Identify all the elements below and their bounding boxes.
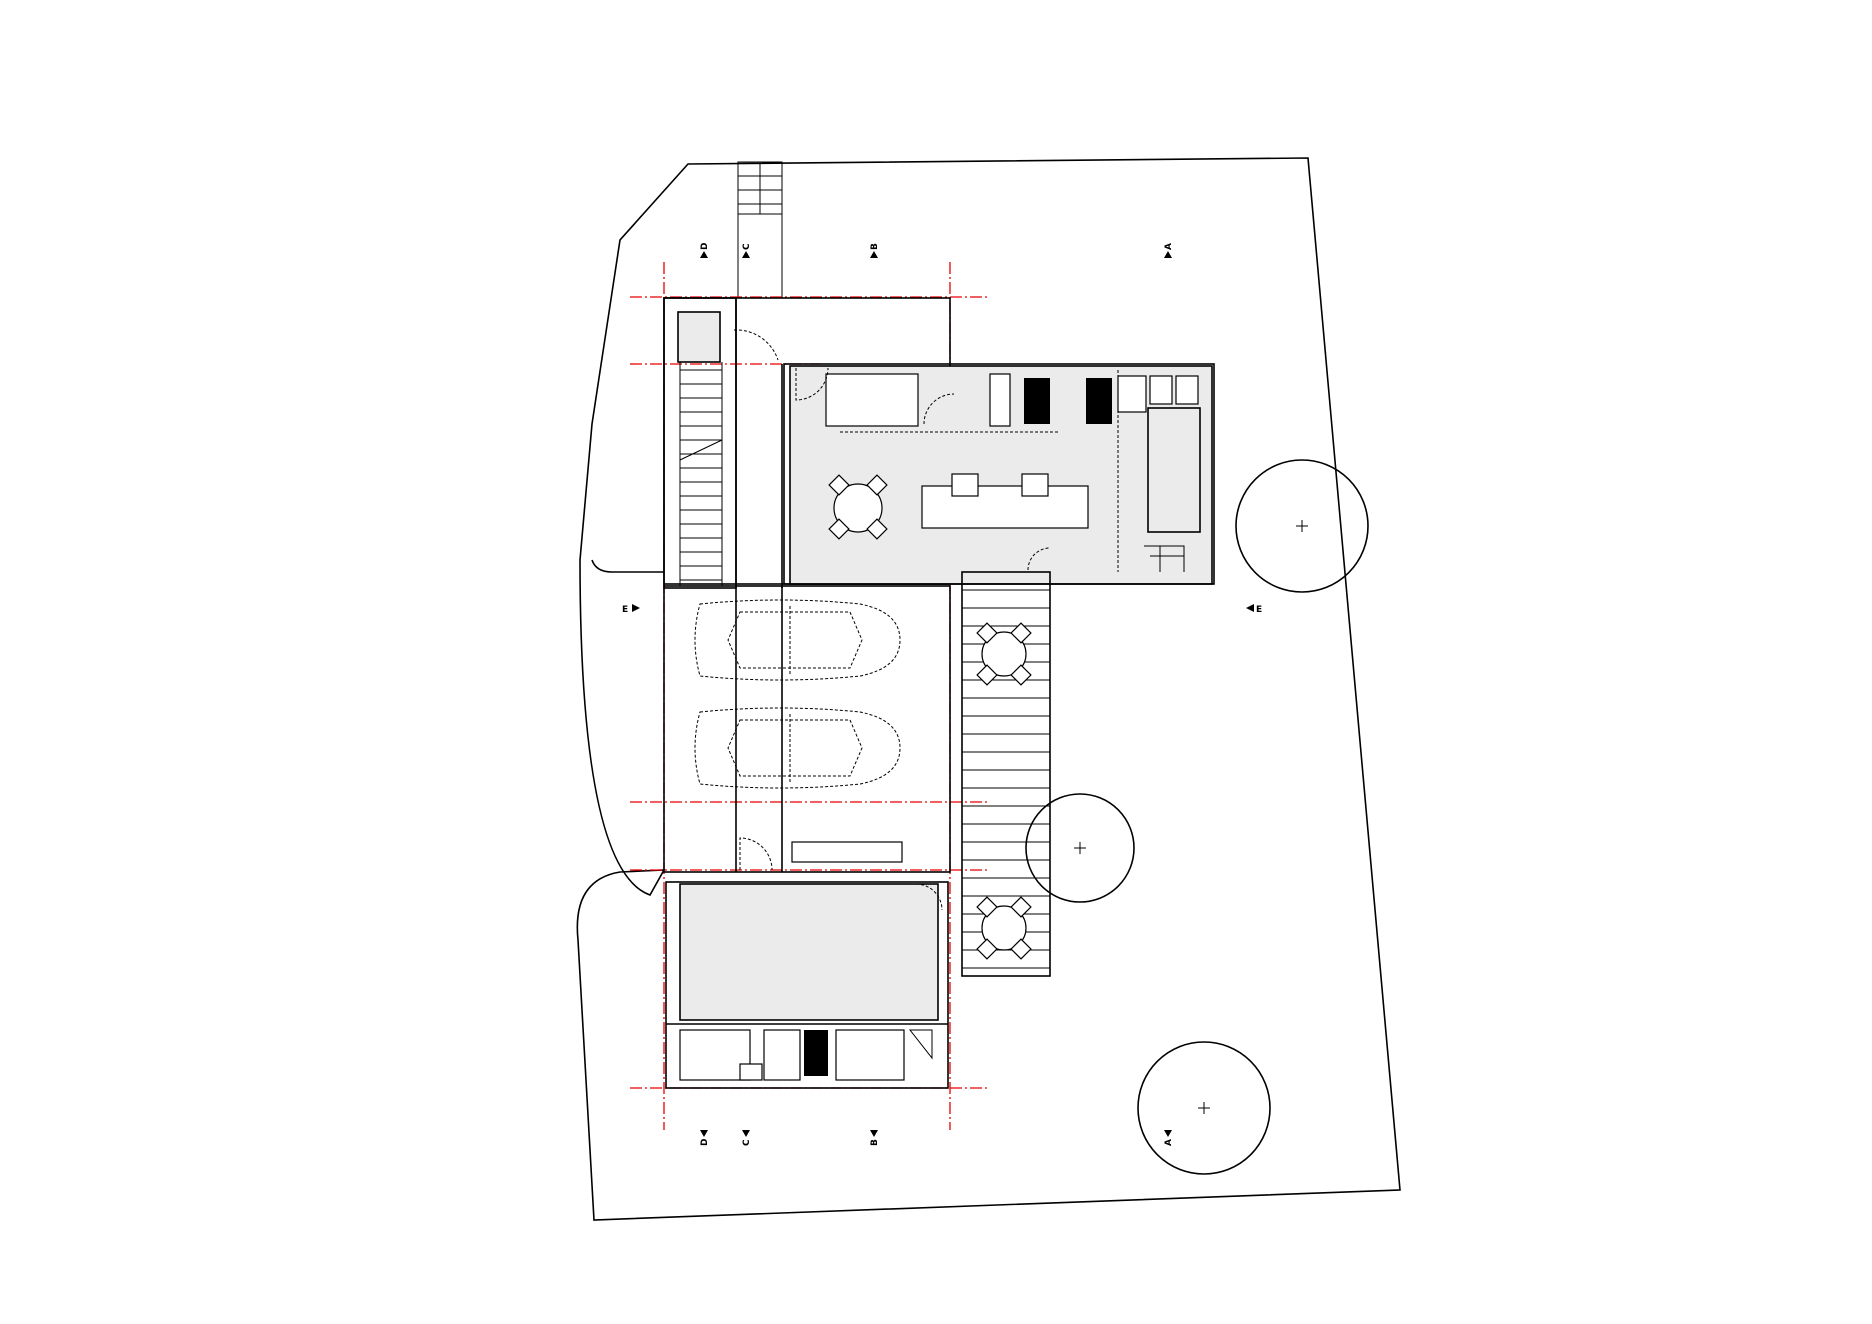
section-marker: B (870, 1130, 880, 1146)
site-boundary (576, 157, 1401, 1221)
svg-text:B: B (870, 243, 880, 250)
tree-icon (1137, 1041, 1271, 1175)
west-stair-icon (663, 297, 783, 589)
carport (663, 585, 951, 873)
table-with-chairs-icon (828, 474, 888, 540)
section-marker: D (700, 243, 710, 258)
section-marker: E (1246, 604, 1262, 615)
section-marker: C (742, 243, 752, 258)
table-with-chairs-icon (976, 896, 1032, 960)
section-marker: A (1164, 1130, 1174, 1146)
tree-icon (1025, 793, 1135, 903)
svg-text:B: B (870, 1139, 880, 1146)
svg-text:D: D (700, 243, 710, 250)
site-boundary-inner-curve (591, 559, 664, 573)
svg-text:E: E (1256, 605, 1262, 615)
door-swing-icon (739, 837, 773, 871)
section-marker: E (622, 604, 640, 615)
door-swing-icon (795, 367, 829, 401)
door-swing-icon (915, 883, 943, 911)
svg-text:E: E (622, 605, 628, 615)
svg-text:C: C (742, 243, 752, 250)
door-swing-icon (1027, 547, 1051, 571)
door-swing-icon (733, 329, 779, 361)
section-marker: D (700, 1130, 710, 1146)
section-marker: A (1164, 243, 1174, 258)
door-swing-icon (923, 393, 955, 425)
tree-icon (1235, 459, 1369, 593)
table-with-chairs-icon (976, 622, 1032, 686)
terrace-deck (961, 571, 1051, 977)
svg-text:C: C (742, 1139, 752, 1146)
car-icon (694, 707, 901, 789)
svg-text:A: A (1164, 243, 1174, 250)
north-building (663, 297, 1215, 585)
section-marker: B (870, 243, 880, 258)
section-marker: C (742, 1130, 752, 1146)
svg-text:A: A (1164, 1139, 1174, 1146)
south-building (665, 881, 949, 1089)
car-icon (694, 599, 901, 681)
svg-text:D: D (700, 1139, 710, 1146)
entry-stair-icon (737, 161, 783, 298)
